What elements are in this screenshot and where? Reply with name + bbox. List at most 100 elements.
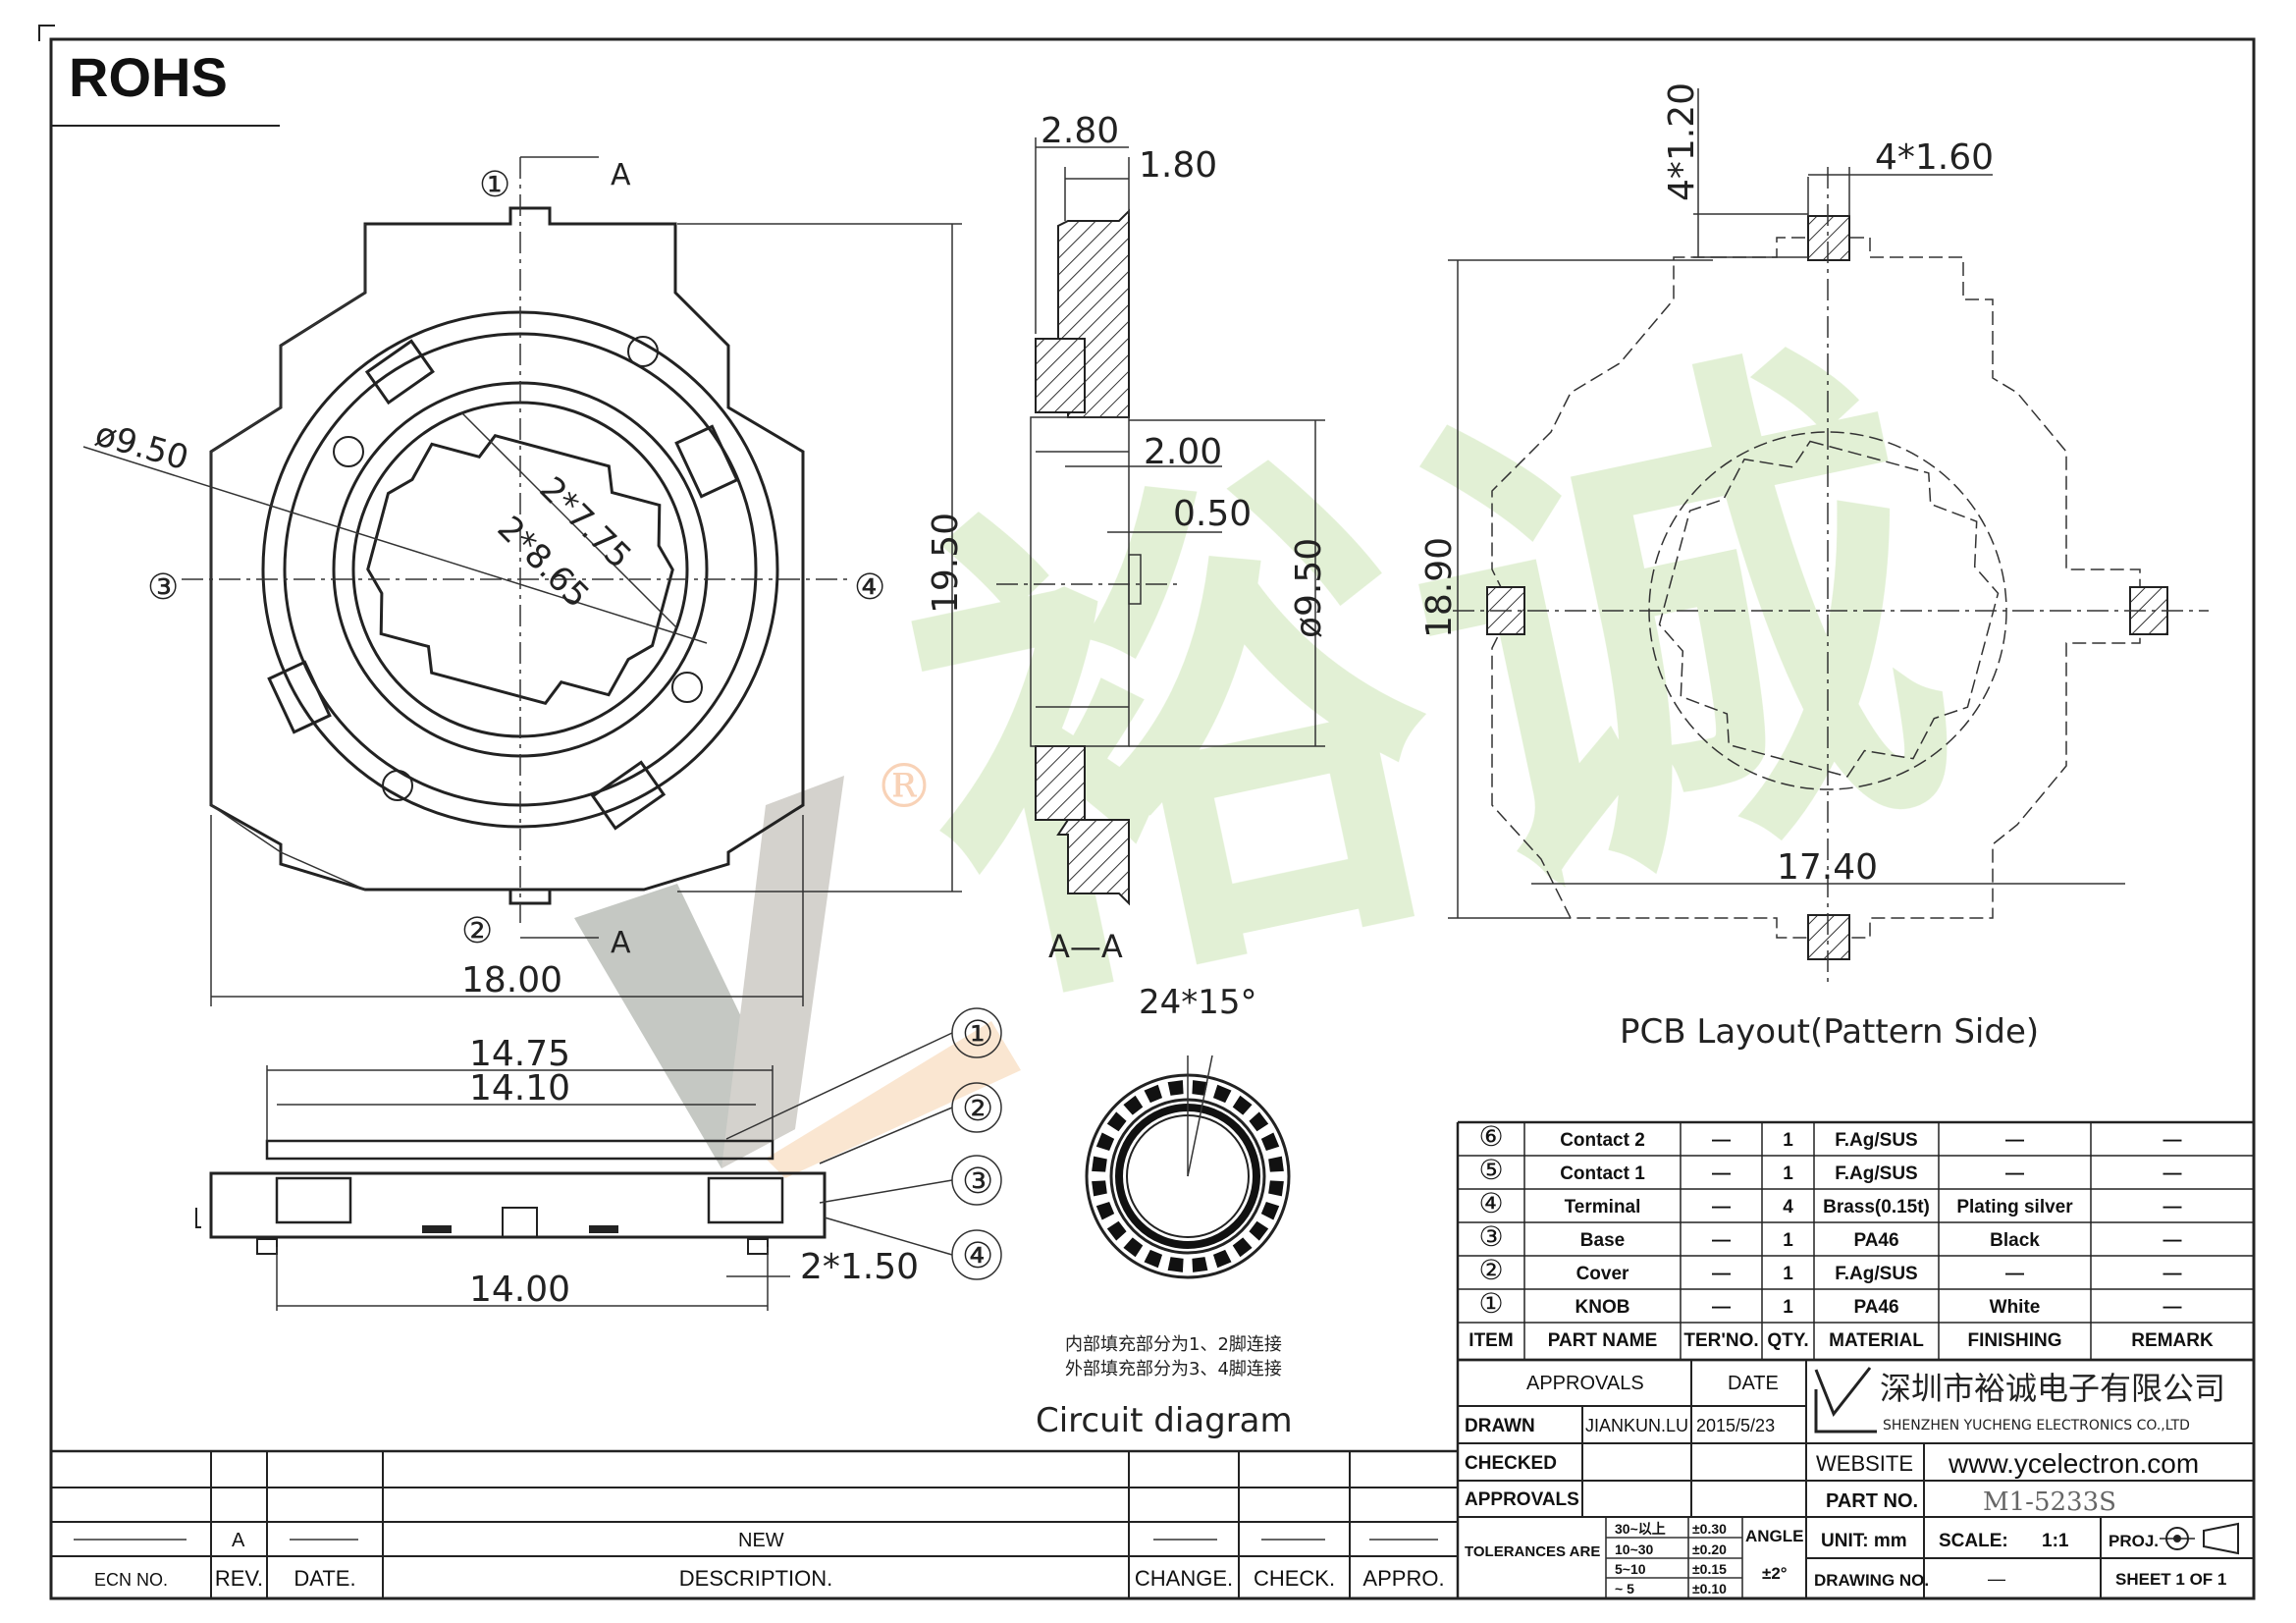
code-segment — [1167, 1257, 1184, 1272]
code-segment — [1123, 1237, 1144, 1258]
rohs-label: ROHS — [69, 46, 228, 108]
sheet-label: SHEET 1 OF 1 — [2115, 1570, 2226, 1589]
code-segment — [1260, 1201, 1280, 1220]
bom-cell: Base — [1580, 1230, 1625, 1251]
tolerance-value: ±0.15 — [1692, 1561, 1727, 1577]
bom-cell: 1 — [1783, 1130, 1793, 1151]
pcb-layout: 4*1.20 4*1.60 18.90 17.40 PCB Layout(Pat… — [1419, 82, 2209, 1052]
scale-label: SCALE: — [1939, 1531, 2008, 1551]
bom-cell: Cover — [1576, 1264, 1629, 1284]
date-header: DATE — [1728, 1373, 1779, 1394]
dim-side-pin: 2*1.50 — [800, 1247, 919, 1287]
bom-cell: 1 — [1783, 1264, 1793, 1284]
revision-header: APPRO. — [1362, 1566, 1444, 1591]
dim-side-1475: 14.75 — [469, 1034, 570, 1074]
code-segment — [1232, 1095, 1253, 1115]
company-name-en: SHENZHEN YUCHENG ELECTRONICS CO.,LTD — [1883, 1418, 2190, 1434]
bom-cell: White — [1990, 1297, 2041, 1318]
bom-header: PART NAME — [1548, 1330, 1658, 1351]
company-name-cn: 深圳市裕诚电子有限公司 — [1880, 1370, 2225, 1407]
dim-pcb-width: 17.40 — [1777, 847, 1878, 888]
code-segment — [1167, 1080, 1184, 1096]
front-pin2: ② — [461, 911, 493, 951]
tolerance-range: 30~以上 — [1615, 1521, 1666, 1537]
drawn-label: DRAWN — [1465, 1416, 1535, 1436]
code-segment — [1268, 1180, 1284, 1197]
front-pin3: ③ — [147, 568, 179, 608]
pcb-caption: PCB Layout(Pattern Side) — [1620, 1012, 2039, 1052]
dim-front-width: 18.00 — [461, 960, 562, 1001]
unit-label: UNIT: mm — [1821, 1531, 1907, 1551]
bom-cell: Contact 2 — [1560, 1130, 1645, 1151]
revision-header: CHANGE. — [1135, 1566, 1233, 1591]
bom-cell: 4 — [1783, 1197, 1793, 1217]
bom-cell: Terminal — [1565, 1197, 1641, 1217]
revision-block: A NEW ECN NO.REV.DATE.DESCRIPTION.CHANGE… — [51, 1360, 1460, 1598]
website-value: www.ycelectron.com — [1948, 1448, 2199, 1479]
bom-header: ITEM — [1468, 1330, 1513, 1351]
section-mark-top: A — [611, 158, 631, 192]
website-label: WEBSITE — [1816, 1451, 1913, 1476]
bom-cell: — — [2163, 1130, 2182, 1151]
approvals-header: APPROVALS — [1526, 1373, 1644, 1394]
revision-header: DATE. — [294, 1566, 355, 1591]
tolerances-label: TOLERANCES ARE — [1465, 1543, 1600, 1560]
dim-section-200: 2.00 — [1144, 432, 1222, 472]
projection-symbol-icon — [2160, 1522, 2239, 1555]
code-segment — [1212, 1084, 1232, 1104]
dim-front-dia: ø9.50 — [91, 414, 193, 478]
section-view: 2.80 1.80 2.00 0.50 ø9.50 A—A — [996, 111, 1329, 965]
code-segment — [1260, 1132, 1280, 1152]
drawing-no-value: — — [1988, 1569, 2005, 1589]
checked-label: CHECKED — [1465, 1453, 1557, 1474]
bom-cell: ② — [1478, 1255, 1503, 1285]
bom-cell: — — [2005, 1264, 2024, 1284]
side-view: 14.75 14.10 14.00 2*1.50 ① ② ③ ④ — [195, 1007, 1002, 1311]
tolerance-value: ±0.20 — [1692, 1542, 1727, 1557]
bom-cell: — — [1712, 1163, 1731, 1184]
code-segment — [1095, 1132, 1115, 1152]
projection-label: PROJ. — [2109, 1532, 2159, 1550]
company-logo — [1814, 1367, 1877, 1434]
bom-cell: F.Ag/SUS — [1835, 1163, 1917, 1184]
watermark-chars: 裕诚 — [866, 288, 1988, 1082]
code-segment — [1106, 1111, 1127, 1132]
bom-cell: — — [1712, 1297, 1731, 1318]
section-mark-bottom: A — [611, 926, 631, 960]
bom-cell: F.Ag/SUS — [1835, 1264, 1917, 1284]
code-segment — [1095, 1201, 1115, 1220]
code-segment — [1123, 1095, 1144, 1115]
scale-value: 1:1 — [2042, 1531, 2069, 1551]
dim-section-dia: ø9.50 — [1289, 538, 1329, 638]
revision-header: REV. — [215, 1566, 263, 1591]
rev-new: NEW — [738, 1530, 784, 1551]
code-segment — [1092, 1180, 1107, 1197]
tolerance-value: ±0.10 — [1692, 1581, 1727, 1596]
code-segment — [1106, 1220, 1127, 1241]
tolerance-range: 10~30 — [1615, 1542, 1654, 1557]
section-label: A—A — [1048, 928, 1123, 965]
bom-cell: — — [2163, 1297, 2182, 1318]
bom-cell: — — [2163, 1163, 2182, 1184]
drawing-no-label: DRAWING NO. — [1814, 1571, 1929, 1590]
code-segment — [1212, 1249, 1232, 1269]
bom-cell: PA46 — [1853, 1297, 1898, 1318]
bom-header: FINISHING — [1967, 1330, 2061, 1351]
revision-header: CHECK. — [1254, 1566, 1335, 1591]
rev-a: A — [232, 1530, 245, 1551]
approvals-label: APPROVALS — [1465, 1489, 1579, 1510]
bom-cell: — — [2163, 1197, 2182, 1217]
dim-section-180: 1.80 — [1139, 145, 1217, 186]
bom-cell: Contact 1 — [1560, 1163, 1645, 1184]
code-segment — [1092, 1156, 1107, 1172]
bom-header: REMARK — [2131, 1330, 2214, 1351]
code-segment — [1144, 1084, 1163, 1104]
dim-side-1410: 14.10 — [469, 1068, 570, 1109]
angle-label: ANGLE — [1745, 1527, 1804, 1545]
bom-cell: ③ — [1478, 1221, 1503, 1252]
dim-pcb-pad-h: 4*1.20 — [1662, 82, 1702, 201]
bom-cell: 1 — [1783, 1230, 1793, 1251]
drawn-name: JIANKUN.LU — [1585, 1416, 1688, 1435]
circuit-caption: Circuit diagram — [1036, 1401, 1293, 1440]
circuit-diagram: 24*15° 内部填充部分为1、2脚连接 外部填充部分为3、4脚连接 Circu… — [1036, 983, 1293, 1440]
